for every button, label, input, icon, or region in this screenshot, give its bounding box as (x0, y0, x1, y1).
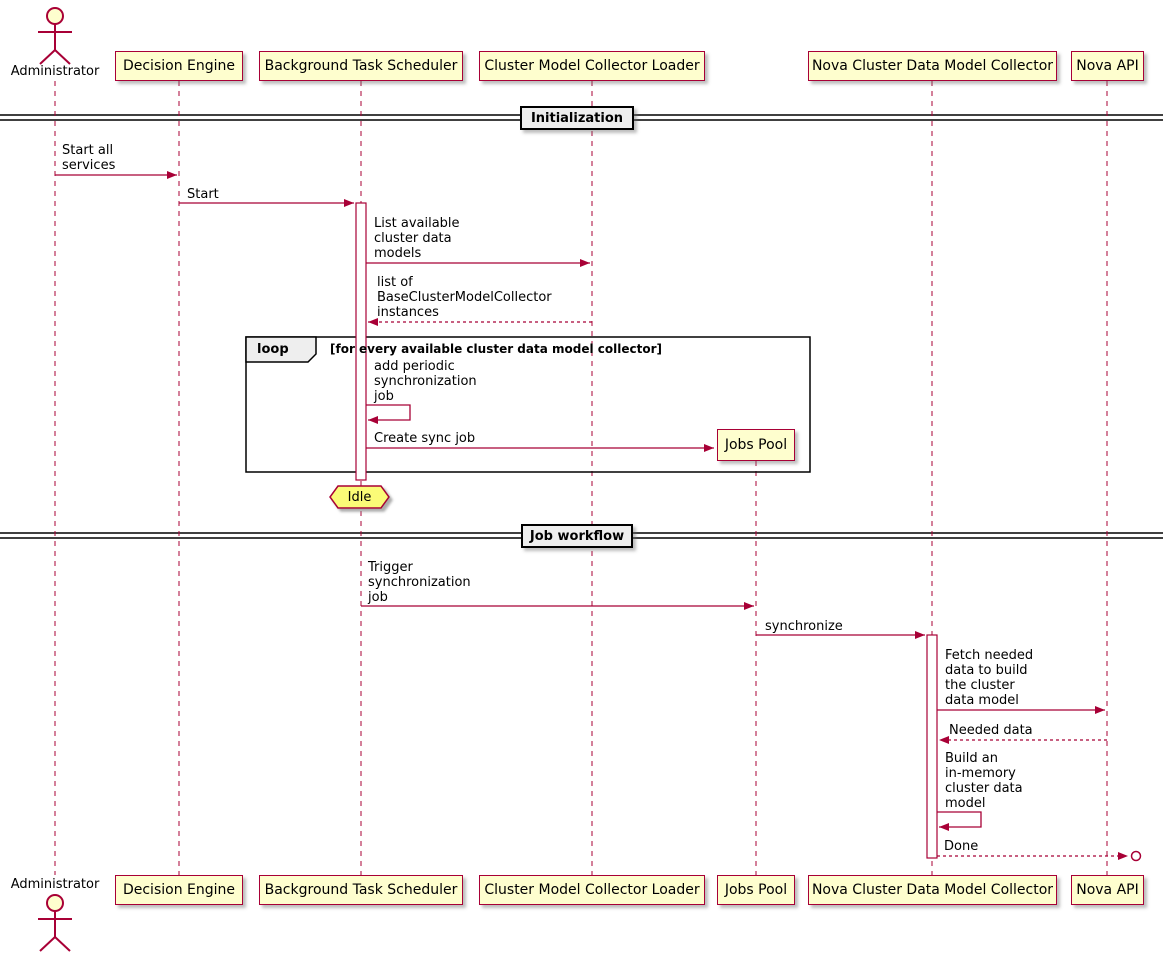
idle-state-hexagon (329, 485, 390, 509)
participant-label: Nova Cluster Data Model Collector (811, 882, 1054, 898)
participant-bottom-nova-api: Nova API (1071, 875, 1144, 905)
actor-figure-bottom (38, 894, 72, 952)
message-done: Done (944, 839, 979, 854)
loop-keyword: loop (257, 342, 289, 357)
participant-bottom-background-task-scheduler: Background Task Scheduler (259, 875, 463, 905)
actor-head (46, 7, 64, 25)
message-return-collector-instances: list of BaseClusterModelCollector instan… (377, 275, 552, 320)
loop-frame (245, 336, 811, 473)
participant-label: Jobs Pool (724, 437, 788, 453)
message-start: Start (187, 187, 219, 202)
divider-job-workflow: Job workflow (521, 524, 633, 548)
message-start-all-services: Start all services (62, 143, 116, 173)
message-trigger-sync-job: Trigger synchronization job (368, 560, 471, 605)
participant-label: Nova Cluster Data Model Collector (811, 58, 1054, 74)
participant-label: Nova API (1076, 58, 1139, 74)
actor-head (46, 894, 64, 912)
participant-created-jobs-pool: Jobs Pool (717, 429, 795, 461)
participant-top-decision-engine: Decision Engine (115, 51, 243, 81)
participant-label: Cluster Model Collector Loader (484, 882, 700, 898)
message-arrows (55, 171, 1128, 860)
participant-label: Decision Engine (122, 58, 236, 74)
activation-nova-cluster-data-model-collector (926, 634, 938, 859)
done-endpoint-circle (1130, 850, 1142, 862)
actor-figure-top (38, 7, 72, 65)
message-add-periodic-job: add periodic synchronization job (374, 359, 477, 404)
arrow-self-build-model (937, 811, 982, 831)
message-create-sync-job: Create sync job (374, 431, 476, 446)
message-list-available-models: List available cluster data models (374, 216, 460, 261)
activation-background-task-scheduler (355, 202, 367, 481)
divider-initialization: Initialization (520, 106, 634, 130)
participant-top-cluster-model-collector-loader: Cluster Model Collector Loader (479, 51, 705, 81)
message-synchronize: synchronize (765, 619, 843, 634)
message-build-model: Build an in-memory cluster data model (945, 751, 1023, 811)
participant-bottom-nova-cluster-data-model-collector: Nova Cluster Data Model Collector (808, 875, 1057, 905)
actor-label-top: Administrator (10, 64, 100, 79)
idle-state-label: Idle (347, 490, 372, 505)
participant-top-background-task-scheduler: Background Task Scheduler (259, 51, 463, 81)
loop-condition: [for every available cluster data model … (330, 342, 662, 356)
loop-frame-header (245, 336, 317, 363)
participant-label: Jobs Pool (724, 882, 788, 898)
participant-label: Background Task Scheduler (264, 882, 458, 898)
participant-label: Cluster Model Collector Loader (484, 58, 700, 74)
participant-top-nova-api: Nova API (1071, 51, 1144, 81)
participant-top-nova-cluster-data-model-collector: Nova Cluster Data Model Collector (808, 51, 1057, 81)
message-fetch-needed-data: Fetch needed data to build the cluster d… (945, 648, 1034, 708)
participant-label: Nova API (1076, 882, 1139, 898)
message-needed-data: Needed data (949, 723, 1033, 738)
participant-label: Background Task Scheduler (264, 58, 458, 74)
arrow-self-add-periodic-job (366, 404, 411, 424)
participant-bottom-cluster-model-collector-loader: Cluster Model Collector Loader (479, 875, 705, 905)
participant-bottom-decision-engine: Decision Engine (115, 875, 243, 905)
participant-bottom-jobs-pool: Jobs Pool (717, 875, 795, 905)
participant-label: Decision Engine (122, 882, 236, 898)
actor-label-bottom: Administrator (10, 877, 100, 892)
